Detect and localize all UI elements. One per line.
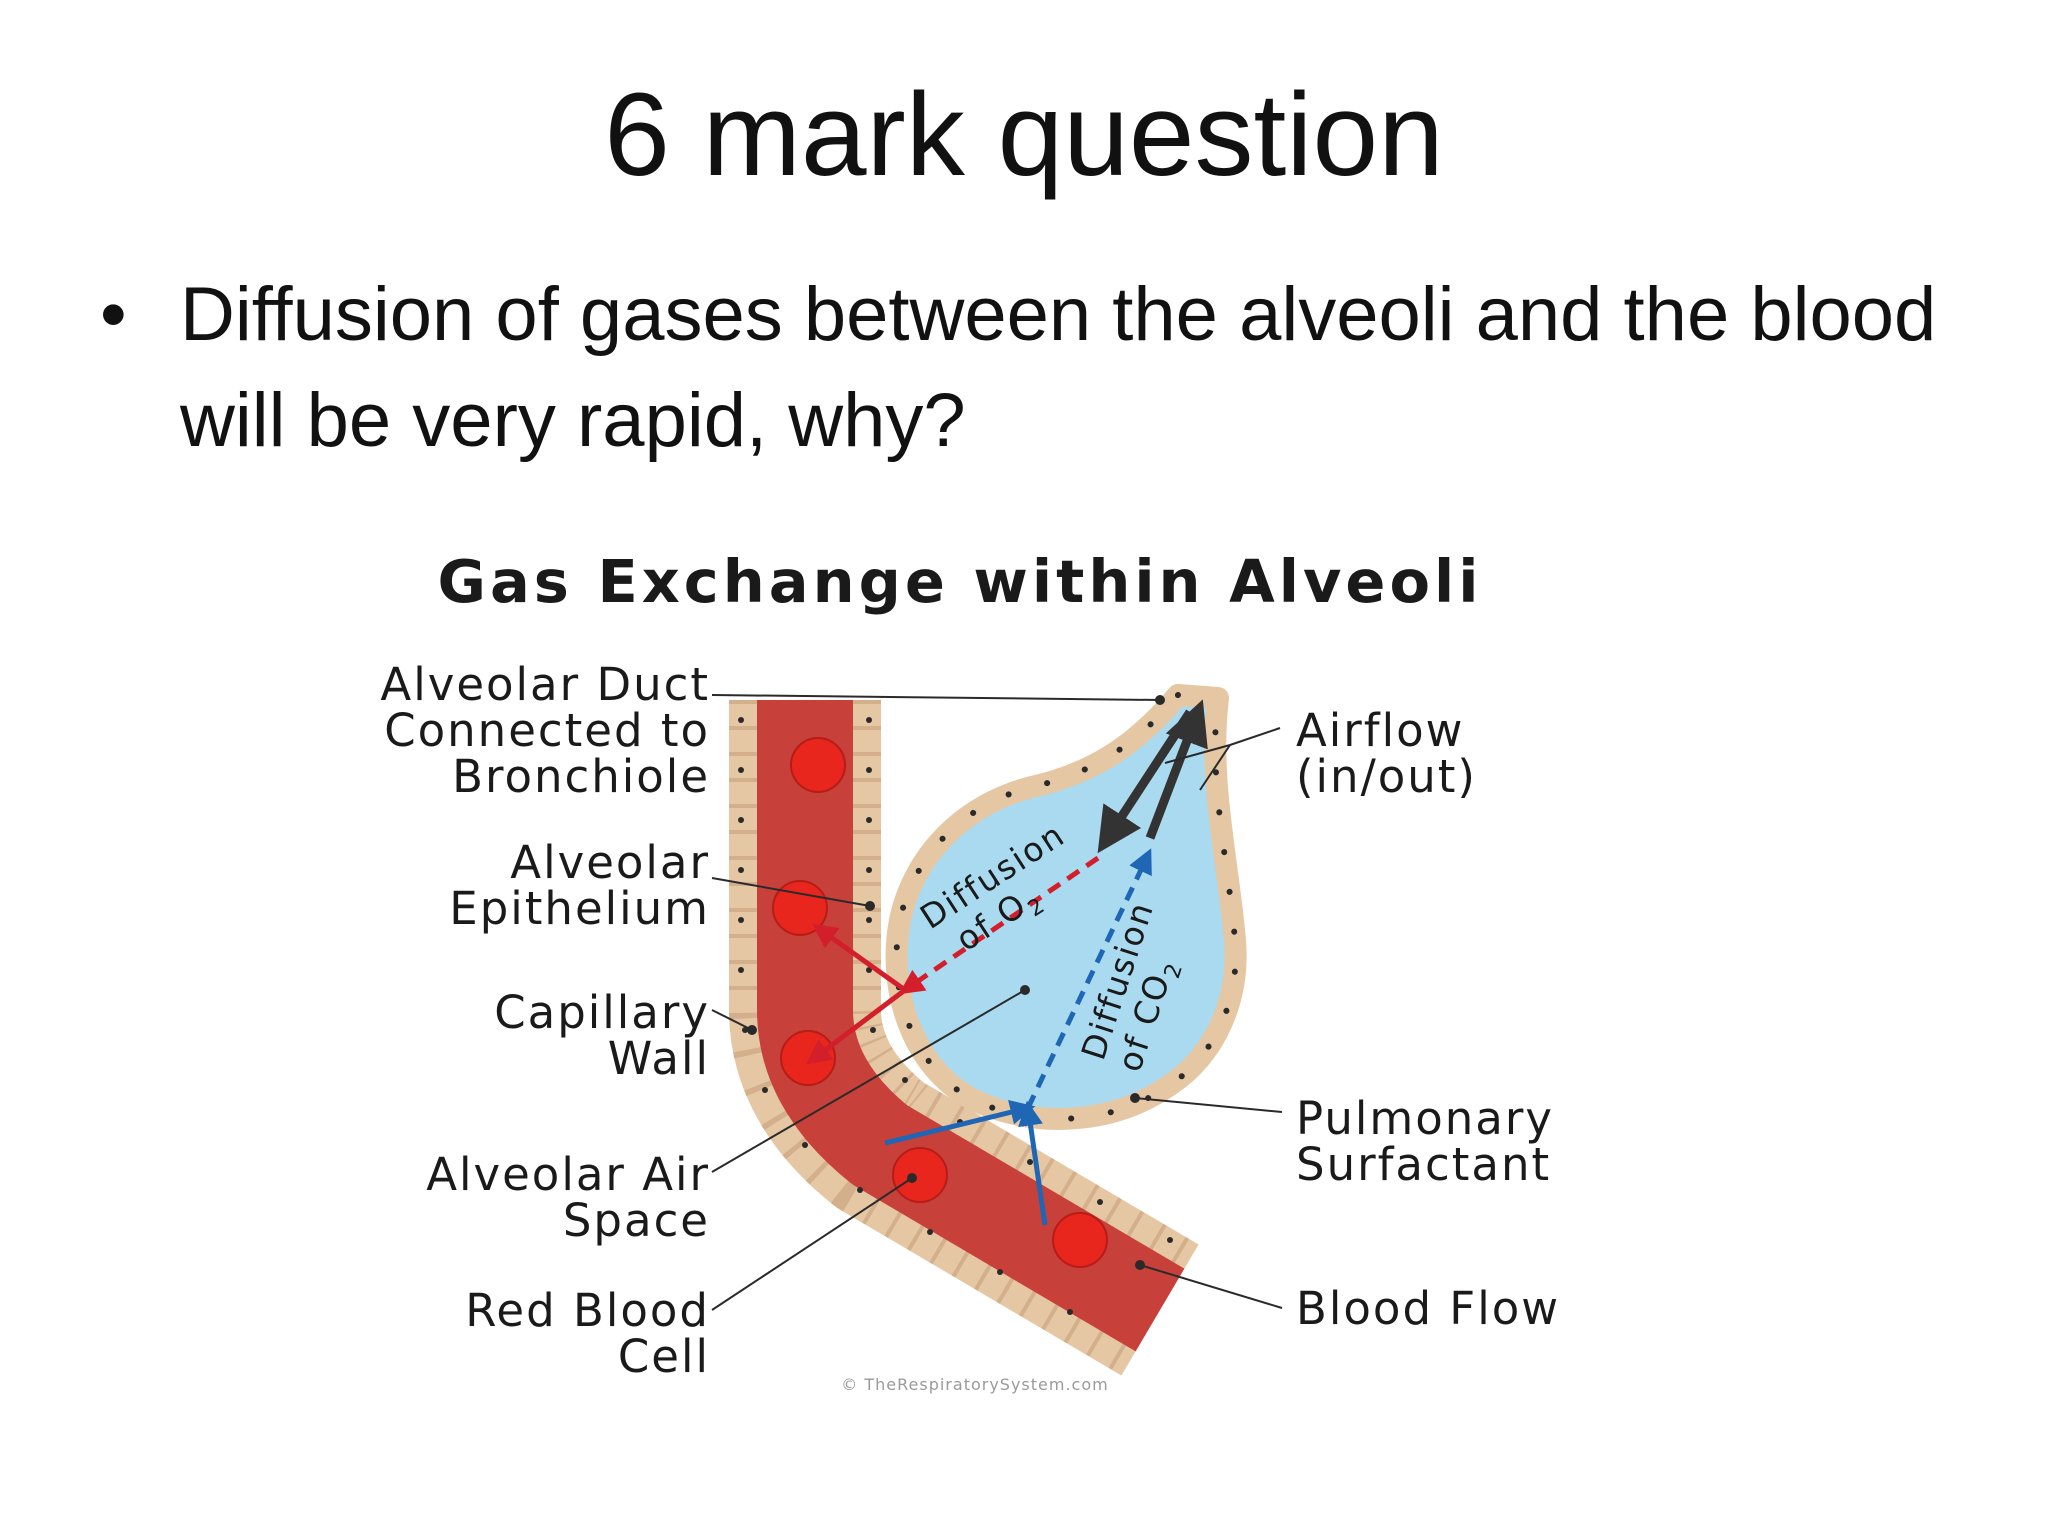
label-air-space-2: Space [563,1194,710,1247]
label-airflow-2: (in/out) [1296,750,1477,803]
airflow-arrows [1097,699,1208,854]
bullet-text: Diffusion of gases between the alveoli a… [180,272,1937,463]
airflow-out-arrow [1145,699,1208,840]
label-alveolar-duct-1: Alveolar Duct [380,658,710,711]
red-blood-cell [892,1147,948,1203]
label-red-blood-cell-2: Cell [618,1330,710,1383]
red-blood-cell [780,1030,836,1086]
label-capillary-wall-1: Capillary [494,986,710,1039]
leader-lines [711,694,1283,1311]
red-blood-cell [772,880,828,936]
alveolus [885,684,1247,1130]
label-epithelium-2: Epithelium [449,882,710,935]
diagram-title: Gas Exchange within Alveoli [438,547,1483,616]
label-surfactant-2: Surfactant [1296,1138,1551,1191]
bullet-marker: • [100,272,127,357]
label-capillary-wall-2: Wall [608,1032,710,1085]
capillary-vessel [729,700,1199,1376]
label-alveolar-duct-3: Bronchiole [452,750,710,803]
red-blood-cell [790,737,846,793]
red-blood-cell [1052,1212,1108,1268]
labels-right: Airflow (in/out) Pulmonary Surfactant Bl… [1296,704,1560,1335]
image-credit: © TheRespiratorySystem.com [841,1375,1108,1394]
label-surfactant-1: Pulmonary [1296,1092,1554,1145]
diffusion-co2-sub: 2 [1160,959,1189,982]
slide-title: 6 mark question [604,69,1444,201]
co2-diffusion-path [884,848,1152,1226]
label-air-space-1: Alveolar Air [426,1148,710,1201]
label-alveolar-duct-2: Connected to [384,704,710,757]
label-blood-flow: Blood Flow [1296,1282,1560,1335]
labels-left: Alveolar Duct Connected to Bronchiole Al… [380,658,710,1383]
label-epithelium-1: Alveolar [510,836,710,889]
o2-diffusion-path [806,855,1100,1065]
label-airflow-1: Airflow [1296,704,1464,757]
label-red-blood-cell-1: Red Blood [465,1284,710,1337]
